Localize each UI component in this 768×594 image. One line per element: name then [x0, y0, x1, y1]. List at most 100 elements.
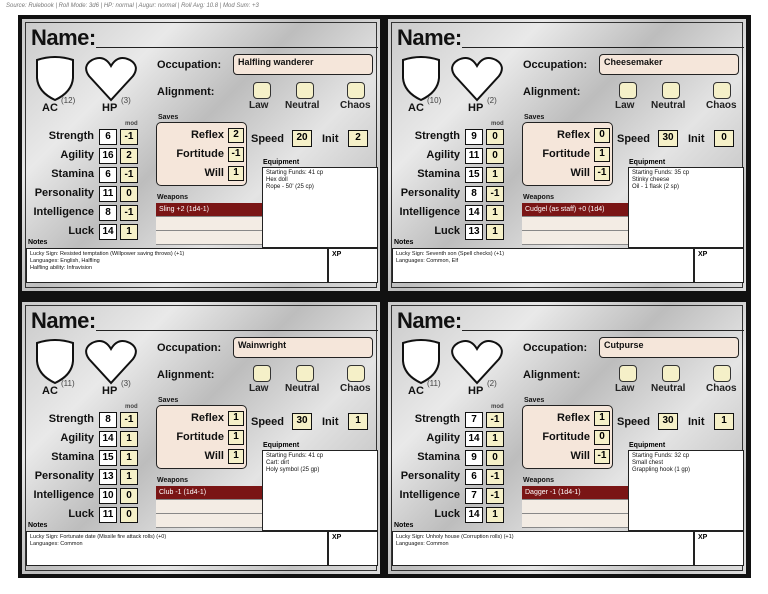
stamina-mod[interactable]: -1 — [120, 167, 138, 183]
xp-box[interactable]: XP — [694, 248, 744, 283]
weapon-slot-3[interactable] — [522, 231, 628, 245]
alignment-law-box[interactable] — [253, 82, 271, 99]
reflex-value[interactable]: 1 — [594, 411, 610, 426]
weapon-slot-2[interactable] — [156, 217, 262, 231]
stamina-score[interactable]: 15 — [465, 167, 483, 183]
notes-box[interactable]: Lucky Sign: Unholy house (Corruption rol… — [392, 531, 694, 566]
intelligence-score[interactable]: 7 — [465, 488, 483, 504]
name-line[interactable] — [462, 330, 744, 331]
notes-box[interactable]: Lucky Sign: Fortunate date (Missile fire… — [26, 531, 328, 566]
weapon-slot-3[interactable] — [156, 514, 262, 528]
weapon-slot-2[interactable] — [522, 500, 628, 514]
agility-mod[interactable]: 1 — [486, 431, 504, 447]
init-value[interactable]: 1 — [348, 413, 368, 430]
intelligence-mod[interactable]: 0 — [120, 488, 138, 504]
occupation-field[interactable]: Cheesemaker — [599, 54, 739, 75]
will-value[interactable]: 1 — [228, 166, 244, 181]
alignment-neutral-box[interactable] — [296, 365, 314, 382]
occupation-field[interactable]: Wainwright — [233, 337, 373, 358]
xp-box[interactable]: XP — [328, 531, 378, 566]
stamina-mod[interactable]: 0 — [486, 450, 504, 466]
alignment-chaos-box[interactable] — [713, 82, 731, 99]
init-value[interactable]: 1 — [714, 413, 734, 430]
agility-score[interactable]: 16 — [99, 148, 117, 164]
stamina-score[interactable]: 15 — [99, 450, 117, 466]
strength-score[interactable]: 6 — [99, 129, 117, 145]
luck-mod[interactable]: 0 — [120, 507, 138, 523]
intelligence-mod[interactable]: -1 — [120, 205, 138, 221]
weapon-slot-2[interactable] — [522, 217, 628, 231]
alignment-neutral-box[interactable] — [662, 365, 680, 382]
will-value[interactable]: -1 — [594, 166, 610, 181]
agility-score[interactable]: 11 — [465, 148, 483, 164]
luck-score[interactable]: 11 — [99, 507, 117, 523]
strength-score[interactable]: 8 — [99, 412, 117, 428]
notes-box[interactable]: Lucky Sign: Resisted temptation (Willpow… — [26, 248, 328, 283]
intelligence-mod[interactable]: 1 — [486, 205, 504, 221]
notes-box[interactable]: Lucky Sign: Seventh son (Spell checks) (… — [392, 248, 694, 283]
strength-mod[interactable]: 0 — [486, 129, 504, 145]
personality-score[interactable]: 13 — [99, 469, 117, 485]
intelligence-score[interactable]: 10 — [99, 488, 117, 504]
xp-box[interactable]: XP — [694, 531, 744, 566]
strength-score[interactable]: 9 — [465, 129, 483, 145]
intelligence-mod[interactable]: -1 — [486, 488, 504, 504]
personality-score[interactable]: 6 — [465, 469, 483, 485]
equipment-box[interactable]: Starting Funds: 41 cp Hex doll Rope - 50… — [262, 167, 378, 248]
alignment-neutral-box[interactable] — [296, 82, 314, 99]
alignment-chaos-box[interactable] — [347, 365, 365, 382]
occupation-field[interactable]: Cutpurse — [599, 337, 739, 358]
agility-score[interactable]: 14 — [99, 431, 117, 447]
strength-mod[interactable]: -1 — [486, 412, 504, 428]
alignment-chaos-box[interactable] — [347, 82, 365, 99]
agility-mod[interactable]: 1 — [120, 431, 138, 447]
reflex-value[interactable]: 0 — [594, 128, 610, 143]
alignment-law-box[interactable] — [619, 365, 637, 382]
personality-mod[interactable]: 0 — [120, 186, 138, 202]
strength-score[interactable]: 7 — [465, 412, 483, 428]
weapon-slot-3[interactable] — [522, 514, 628, 528]
strength-mod[interactable]: -1 — [120, 412, 138, 428]
intelligence-score[interactable]: 14 — [465, 205, 483, 221]
speed-value[interactable]: 20 — [292, 130, 312, 147]
personality-score[interactable]: 11 — [99, 186, 117, 202]
personality-mod[interactable]: -1 — [486, 469, 504, 485]
speed-value[interactable]: 30 — [658, 130, 678, 147]
luck-score[interactable]: 14 — [465, 507, 483, 523]
luck-score[interactable]: 14 — [99, 224, 117, 240]
weapon-slot-1[interactable]: Club -1 (1d4-1) — [156, 486, 262, 500]
weapon-slot-1[interactable]: Dagger -1 (1d4-1) — [522, 486, 628, 500]
init-value[interactable]: 0 — [714, 130, 734, 147]
weapon-slot-1[interactable]: Cudgel (as staff) +0 (1d4) — [522, 203, 628, 217]
fortitude-value[interactable]: 1 — [594, 147, 610, 162]
name-line[interactable] — [462, 47, 744, 48]
luck-mod[interactable]: 1 — [486, 507, 504, 523]
stamina-mod[interactable]: 1 — [120, 450, 138, 466]
agility-mod[interactable]: 2 — [120, 148, 138, 164]
stamina-mod[interactable]: 1 — [486, 167, 504, 183]
alignment-chaos-box[interactable] — [713, 365, 731, 382]
reflex-value[interactable]: 2 — [228, 128, 244, 143]
will-value[interactable]: 1 — [228, 449, 244, 464]
agility-score[interactable]: 14 — [465, 431, 483, 447]
equipment-box[interactable]: Starting Funds: 41 cp Cart: dirt Holy sy… — [262, 450, 378, 531]
strength-mod[interactable]: -1 — [120, 129, 138, 145]
will-value[interactable]: -1 — [594, 449, 610, 464]
weapon-slot-3[interactable] — [156, 231, 262, 245]
fortitude-value[interactable]: 1 — [228, 430, 244, 445]
agility-mod[interactable]: 0 — [486, 148, 504, 164]
luck-mod[interactable]: 1 — [486, 224, 504, 240]
intelligence-score[interactable]: 8 — [99, 205, 117, 221]
reflex-value[interactable]: 1 — [228, 411, 244, 426]
alignment-law-box[interactable] — [253, 365, 271, 382]
alignment-law-box[interactable] — [619, 82, 637, 99]
speed-value[interactable]: 30 — [292, 413, 312, 430]
alignment-neutral-box[interactable] — [662, 82, 680, 99]
personality-mod[interactable]: -1 — [486, 186, 504, 202]
luck-score[interactable]: 13 — [465, 224, 483, 240]
personality-mod[interactable]: 1 — [120, 469, 138, 485]
luck-mod[interactable]: 1 — [120, 224, 138, 240]
xp-box[interactable]: XP — [328, 248, 378, 283]
fortitude-value[interactable]: -1 — [228, 147, 244, 162]
personality-score[interactable]: 8 — [465, 186, 483, 202]
